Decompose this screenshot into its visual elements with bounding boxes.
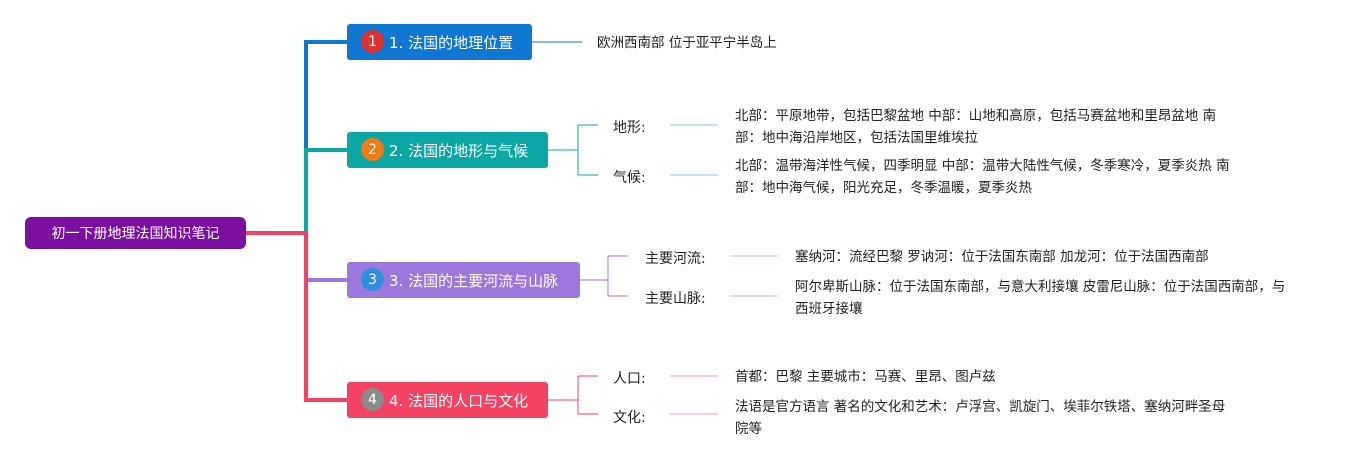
topic-1-title: 1. 法国的地理位置	[389, 33, 514, 52]
topic-node-4[interactable]: 4 4. 法国的人口与文化	[347, 382, 548, 418]
priority-3-icon: 3	[361, 268, 384, 291]
subtopic-culture-text[interactable]: 法语是官方语言 著名的文化和艺术：卢浮宫、凯旋门、埃菲尔铁塔、塞纳河畔圣母院等	[735, 399, 1226, 437]
connector-topic4-leaves	[670, 375, 718, 415]
connector-topic-3	[246, 231, 347, 282]
priority-4-icon: 4	[361, 388, 384, 411]
connector-topic3-leaves	[730, 255, 778, 297]
topic-3-title: 3. 法国的主要河流与山脉	[389, 271, 559, 290]
subtopic-climate-text[interactable]: 北部：温带海洋性气候，四季明显 中部：温带大陆性气候，冬季寒冷，夏季炎热 南部：…	[735, 158, 1230, 196]
priority-1-icon: 1	[361, 30, 384, 53]
subtopic-mountains-label[interactable]: 主要山脉:	[645, 291, 706, 307]
subtopic-terrain-label[interactable]: 地形:	[613, 120, 646, 136]
connector-topic-2	[246, 148, 347, 235]
subtopic-rivers-text[interactable]: 塞纳河：流经巴黎 罗讷河：位于法国东南部 加龙河：位于法国西南部	[795, 249, 1209, 265]
subtopic-population-text[interactable]: 首都：巴黎 主要城市：马赛、里昂、图卢兹	[735, 369, 996, 385]
connector-topic3-subs	[580, 255, 628, 297]
priority-2-icon: 2	[361, 138, 384, 161]
subtopic-rivers-label[interactable]: 主要河流:	[645, 251, 706, 267]
topic-1-leaf[interactable]: 欧洲西南部 位于亚平宁半岛上	[597, 35, 777, 51]
connector-topic4-subs	[548, 375, 598, 415]
topic-node-3[interactable]: 3 3. 法国的主要河流与山脉	[347, 262, 580, 298]
subtopic-mountains-text[interactable]: 阿尔卑斯山脉：位于法国东南部，与意大利接壤 皮雷尼山脉：位于法国西南部，与西班牙…	[795, 279, 1286, 317]
subtopic-culture-label[interactable]: 文化:	[613, 410, 646, 426]
topic-node-1[interactable]: 1 1. 法国的地理位置	[347, 24, 532, 60]
connector-topic-4	[246, 231, 347, 402]
subtopic-climate-label[interactable]: 气候:	[613, 170, 646, 186]
topic-4-title: 4. 法国的人口与文化	[389, 391, 529, 410]
connector-topic-1	[246, 40, 347, 235]
topic-2-title: 2. 法国的地形与气候	[389, 141, 529, 160]
connector-topic2-subs	[548, 124, 598, 176]
subtopic-population-label[interactable]: 人口:	[613, 371, 646, 387]
topic-node-2[interactable]: 2 2. 法国的地形与气候	[347, 132, 548, 168]
subtopic-terrain-text[interactable]: 北部：平原地带，包括巴黎盆地 中部：山地和高原，包括马赛盆地和里昂盆地 南部：地…	[735, 108, 1217, 146]
connector-topic2-leaves	[670, 124, 718, 176]
root-node[interactable]: 初一下册地理法国知识笔记	[25, 217, 246, 249]
